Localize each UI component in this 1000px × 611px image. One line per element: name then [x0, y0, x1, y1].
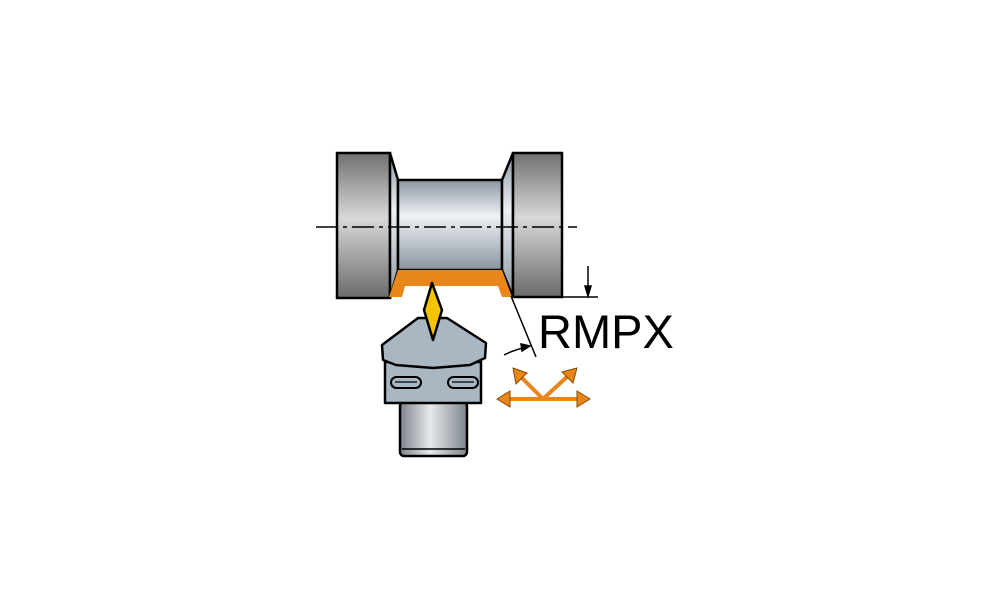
tool-holder [380, 281, 488, 458]
feed-direction-arrows [496, 367, 591, 408]
tool-label: RMPX [538, 305, 674, 358]
machined-profile [389, 270, 512, 297]
shank [398, 400, 469, 458]
dimension-marks [503, 266, 598, 358]
right-flange [511, 151, 564, 299]
clamp-screw-left [390, 376, 422, 389]
insert [422, 281, 444, 342]
left-flange [335, 151, 392, 300]
clamp-screw-right [447, 376, 479, 389]
center-cylinder [396, 178, 504, 272]
workpiece [316, 151, 577, 300]
